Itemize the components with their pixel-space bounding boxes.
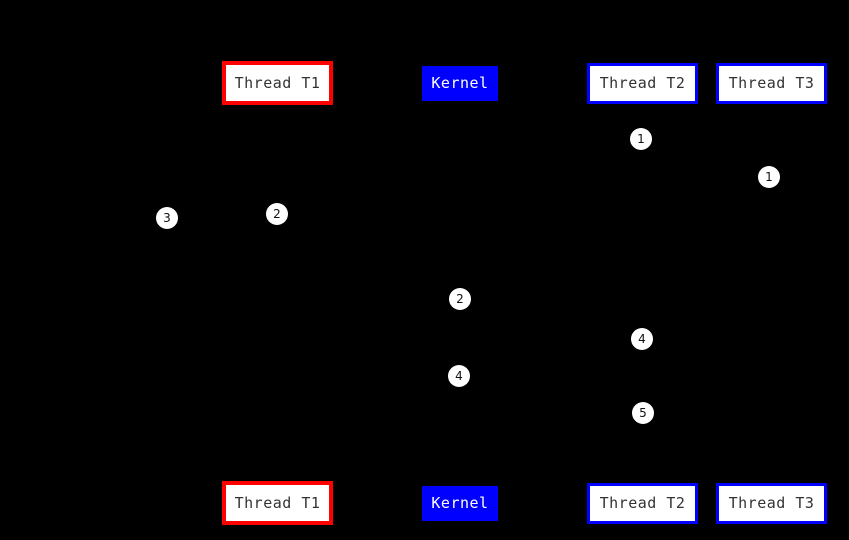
lifeline-t3 <box>771 104 772 483</box>
message-arrow <box>460 376 642 377</box>
participant-label: Thread T3 <box>728 74 815 92</box>
step-marker-1: 1 <box>630 128 652 150</box>
message-arrow <box>460 339 642 340</box>
participant-box-t1-bottom[interactable]: Thread T1 <box>222 481 333 525</box>
step-marker-5: 5 <box>632 402 654 424</box>
participant-box-t2-top[interactable]: Thread T2 <box>587 63 698 104</box>
step-marker-1: 1 <box>758 166 780 188</box>
step-marker-2: 2 <box>266 203 288 225</box>
participant-label: Thread T3 <box>728 494 815 512</box>
participant-box-t2-bottom[interactable]: Thread T2 <box>587 483 698 524</box>
participant-box-t1-top[interactable]: Thread T1 <box>222 61 333 105</box>
message-arrow <box>642 139 771 140</box>
message-arrow <box>642 177 771 178</box>
message-arrow <box>167 218 277 219</box>
participant-label: Thread T1 <box>234 73 321 92</box>
participant-box-kernel-top[interactable]: Kernel <box>422 66 498 101</box>
message-arrow <box>460 413 643 414</box>
step-marker-4: 4 <box>448 365 470 387</box>
participant-label: Thread T2 <box>599 494 686 512</box>
step-marker-2: 2 <box>449 288 471 310</box>
participant-label: Thread T2 <box>599 74 686 92</box>
step-marker-3: 3 <box>156 207 178 229</box>
participant-box-t3-top[interactable]: Thread T3 <box>716 63 827 104</box>
participant-label: Kernel <box>431 74 489 92</box>
participant-label: Kernel <box>431 494 489 512</box>
step-marker-4: 4 <box>631 328 653 350</box>
message-arrow <box>460 299 642 300</box>
participant-box-t3-bottom[interactable]: Thread T3 <box>716 483 827 524</box>
message-arrow <box>277 214 460 215</box>
participant-label: Thread T1 <box>234 493 321 512</box>
activation-bar-t2 <box>638 125 647 430</box>
lifeline-t1 <box>277 105 278 481</box>
participant-box-kernel-bottom[interactable]: Kernel <box>422 486 498 521</box>
